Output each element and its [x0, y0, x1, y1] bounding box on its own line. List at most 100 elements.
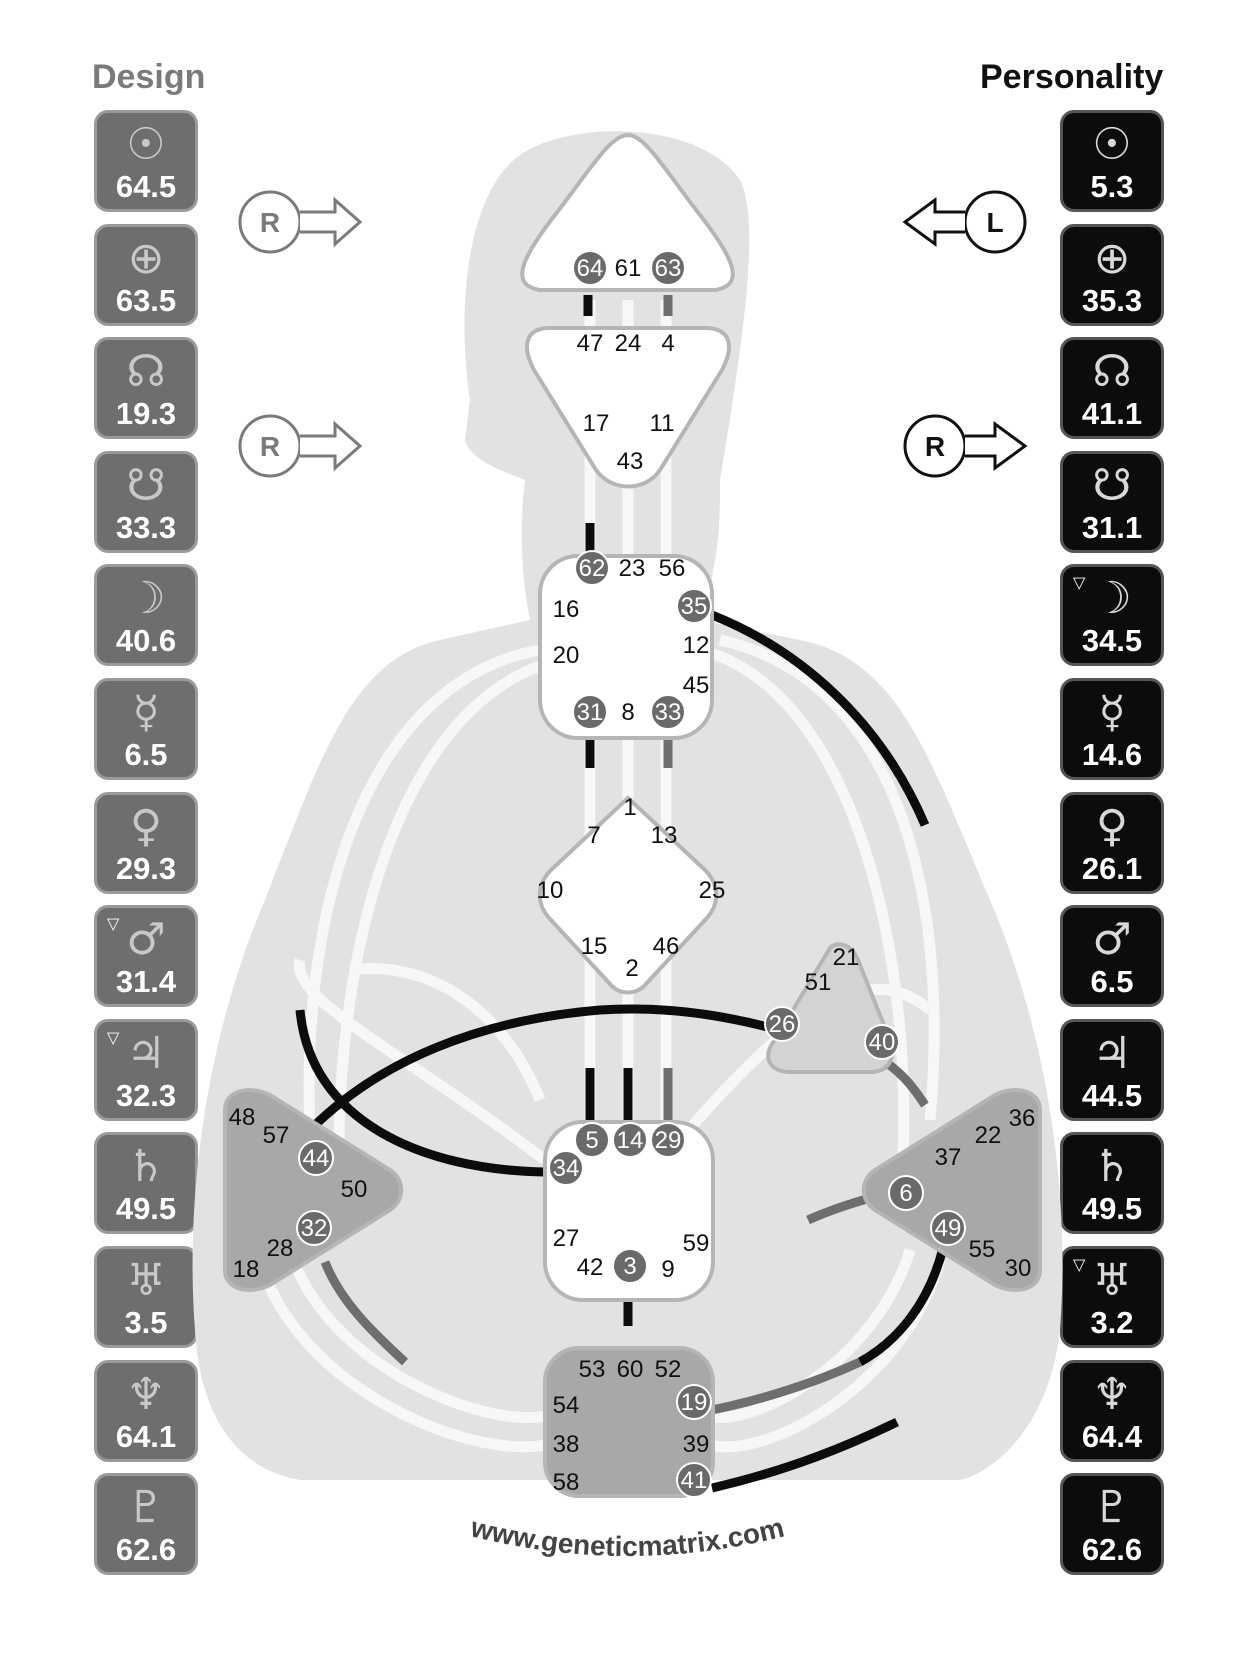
- channel-32-54: [320, 1260, 409, 1366]
- footer-website: www.geneticmatrix.com: [467, 1511, 787, 1562]
- gate-number: 26: [769, 1011, 796, 1038]
- planet-gate-value: 40.6: [115, 623, 177, 659]
- gate-number: 52: [655, 1356, 682, 1383]
- gate-number: 39: [683, 1431, 710, 1458]
- gate-number: 21: [833, 944, 860, 971]
- gate-27: 27: [553, 1225, 580, 1252]
- moon-icon: ☽: [1092, 573, 1132, 625]
- jupiter-icon: ♃: [126, 1027, 166, 1079]
- gate-36: 36: [1009, 1105, 1036, 1132]
- gate-3: 3: [612, 1248, 648, 1284]
- ajna-center: [525, 326, 731, 489]
- gate-number: 48: [229, 1104, 256, 1131]
- gate-number: 36: [1009, 1105, 1036, 1132]
- mars-icon: ♂: [1092, 914, 1132, 966]
- active-gate-marker: [612, 1122, 648, 1158]
- active-gate-marker: [574, 550, 610, 586]
- gate-number: 24: [615, 330, 642, 357]
- sun-icon: ☉: [126, 119, 166, 170]
- gate-1: 1: [623, 794, 636, 821]
- design-planet-jupiter: ▽♃32.3: [94, 1018, 198, 1121]
- gate-number: 13: [651, 822, 678, 849]
- sun-icon: ☉: [1092, 119, 1132, 170]
- personality-planet-pluto: ♇62.6: [1060, 1473, 1164, 1576]
- gate-number: 2: [625, 955, 638, 982]
- gate-6: 6: [888, 1175, 924, 1211]
- gate-22: 22: [975, 1122, 1002, 1149]
- gate-54: 54: [553, 1392, 580, 1419]
- gate-38: 38: [553, 1431, 580, 1458]
- moon-icon: ☽: [126, 573, 166, 625]
- gate-48: 48: [229, 1104, 256, 1131]
- gate-29: 29: [650, 1122, 686, 1158]
- active-gate-marker: [650, 694, 686, 730]
- gate-number: 43: [617, 448, 644, 475]
- active-gate-marker: [612, 1248, 648, 1284]
- gate-46: 46: [653, 933, 680, 960]
- gate-58: 58: [553, 1469, 580, 1496]
- gate-15: 15: [581, 933, 608, 960]
- gate-number: 49: [935, 1215, 962, 1242]
- g-center: [537, 795, 719, 995]
- active-gate-marker: [764, 1006, 800, 1042]
- gate-number: 3: [623, 1253, 636, 1280]
- gate-4: 4: [661, 330, 674, 357]
- gate-24: 24: [615, 330, 642, 357]
- planet-gate-value: 63.5: [115, 282, 177, 318]
- design-planet-saturn: ♄49.5: [94, 1132, 198, 1235]
- retrograde-marker-icon: ▽: [1073, 1254, 1086, 1274]
- design-planet-north-node: ☊19.3: [94, 337, 198, 440]
- gate-16: 16: [553, 596, 580, 623]
- planet-gate-value: 6.5: [1090, 964, 1134, 1000]
- planet-gate-value: 62.6: [115, 1532, 177, 1568]
- gate-number: 14: [617, 1127, 644, 1154]
- gate-number: 1: [623, 794, 636, 821]
- neptune-icon: ♆: [1092, 1368, 1132, 1420]
- design-planet-moon: ☽40.6: [94, 564, 198, 667]
- gate-20: 20: [553, 642, 580, 669]
- design-title: Design: [92, 58, 206, 96]
- planet-gate-value: 19.3: [115, 396, 177, 432]
- personality-planet-mars: ♂6.5: [1060, 905, 1164, 1008]
- design-planet-uranus: ♅3.5: [94, 1245, 198, 1348]
- design-planet-column: ☉64.5⊕63.5☊19.3☋33.3☽40.6☿6.5♀29.3▽♂31.4…: [94, 110, 202, 1587]
- gate-number: 59: [683, 1230, 710, 1257]
- planet-gate-value: 31.4: [115, 964, 177, 1000]
- design-top-arrow-label: R: [260, 207, 280, 238]
- channel-26-44: [306, 1004, 782, 1134]
- spleen-center: [223, 1088, 404, 1292]
- design-planet-mars: ▽♂31.4: [94, 905, 198, 1008]
- planet-gate-value: 29.3: [115, 850, 177, 886]
- footer-website-text: www.geneticmatrix.com: [467, 1511, 787, 1562]
- neptune-icon: ♆: [126, 1368, 166, 1420]
- gate-14: 14: [612, 1122, 648, 1158]
- gate-number: 28: [267, 1235, 294, 1262]
- gate-number: 29: [655, 1127, 682, 1154]
- planet-gate-value: 32.3: [115, 1077, 177, 1113]
- gate-number: 57: [263, 1122, 290, 1149]
- personality-planet-venus: ♀26.1: [1060, 791, 1164, 894]
- north-node-icon: ☊: [1092, 346, 1132, 398]
- planet-gate-value: 33.3: [115, 509, 177, 545]
- gate-55: 55: [969, 1236, 996, 1263]
- mercury-icon: ☿: [1098, 686, 1126, 738]
- gate-number: 8: [621, 699, 634, 726]
- south-node-icon: ☋: [1092, 459, 1132, 511]
- south-node-icon: ☋: [126, 459, 166, 511]
- gate-number: 15: [581, 933, 608, 960]
- gate-number: 61: [615, 255, 642, 282]
- gate-10: 10: [537, 877, 564, 904]
- gate-41: 41: [676, 1462, 712, 1498]
- gate-5: 5: [574, 1122, 610, 1158]
- gate-number: 17: [583, 410, 610, 437]
- gate-number: 38: [553, 1431, 580, 1458]
- gate-9: 9: [661, 1256, 674, 1283]
- gate-number: 50: [341, 1176, 368, 1203]
- design-planet-neptune: ♆64.1: [94, 1359, 198, 1462]
- gate-number: 16: [553, 596, 580, 623]
- planet-gate-value: 3.2: [1090, 1304, 1134, 1340]
- planet-gate-value: 64.1: [115, 1418, 177, 1454]
- design-planet-sun: ☉64.5: [94, 110, 198, 212]
- gate-63: 63: [650, 250, 686, 286]
